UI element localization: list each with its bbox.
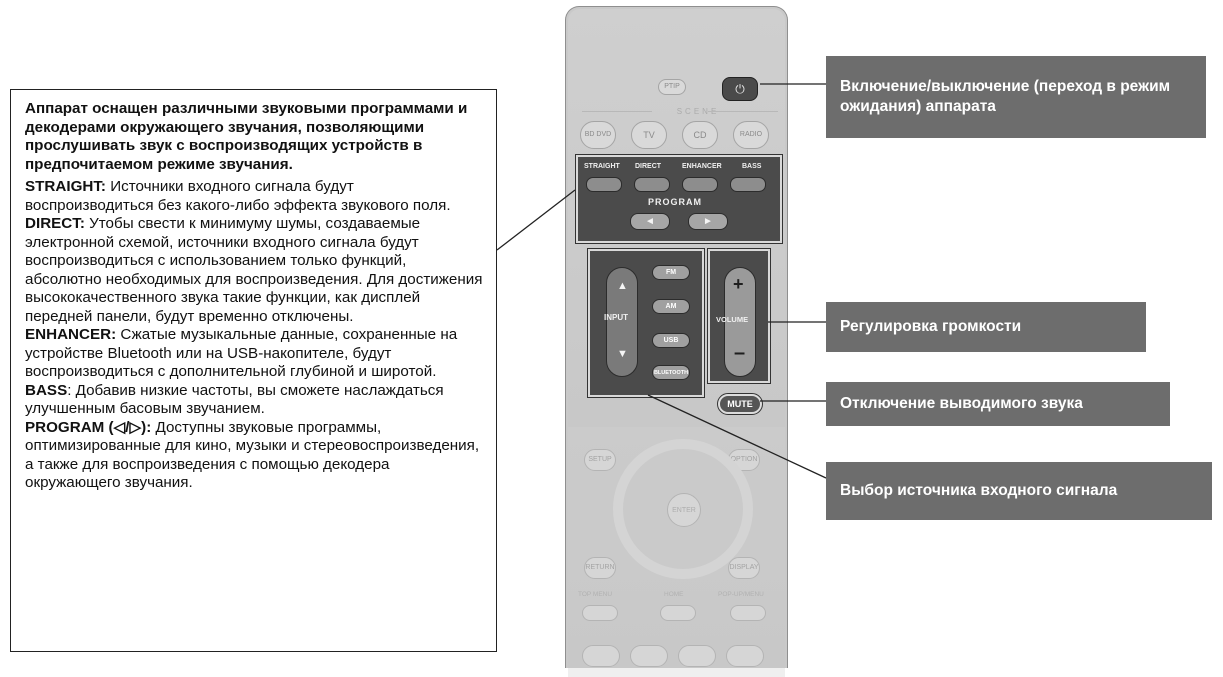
- info-term: BASS: [25, 381, 68, 399]
- enhancer-label: ENHANCER: [682, 163, 722, 170]
- color-button-red[interactable]: [582, 645, 620, 667]
- info-text: Источники входного сигнала будут воспрои…: [25, 178, 451, 214]
- info-box: Аппарат оснащен различными звуковыми про…: [10, 89, 497, 652]
- color-button-green[interactable]: [630, 645, 668, 667]
- input-up-icon: ▲: [617, 280, 628, 292]
- popup-menu-label: POP-UP/MENU: [718, 591, 764, 598]
- color-button-yellow[interactable]: [678, 645, 716, 667]
- setup-button[interactable]: SETUP: [584, 449, 616, 471]
- scene-button-tv[interactable]: TV: [631, 121, 667, 149]
- top-menu-button[interactable]: [582, 605, 618, 621]
- scene-button-radio[interactable]: RADIO: [733, 121, 769, 149]
- volume-rocker[interactable]: + –: [724, 267, 756, 377]
- power-icon: ⏻: [735, 81, 745, 96]
- program-left-button[interactable]: ◄: [630, 213, 670, 230]
- triangle-right-icon: ►: [703, 216, 713, 227]
- enter-button[interactable]: ENTER: [667, 493, 701, 527]
- info-text: Утобы свести к минимуму шумы, создаваемы…: [25, 215, 483, 325]
- scene-label: SCENE: [676, 107, 720, 116]
- volume-panel: + – VOLUME: [707, 248, 771, 384]
- input-down-icon: ▼: [617, 348, 628, 360]
- info-item-direct: DIRECT: Утобы свести к минимуму шумы, со…: [25, 215, 486, 326]
- info-intro: Аппарат оснащен различными звуковыми про…: [25, 100, 468, 173]
- enhancer-button[interactable]: [682, 177, 718, 192]
- usb-button[interactable]: USB: [652, 333, 690, 348]
- info-item-straight: STRAIGHT: Источники входного сигнала буд…: [25, 178, 486, 215]
- color-button-blue[interactable]: [726, 645, 764, 667]
- volume-label: VOLUME: [716, 315, 749, 324]
- straight-label: STRAIGHT: [584, 163, 620, 170]
- info-term: DIRECT:: [25, 215, 85, 232]
- straight-button[interactable]: [586, 177, 622, 192]
- bass-label: BASS: [742, 163, 762, 170]
- info-term: ENHANCER:: [25, 326, 117, 343]
- callout-power: Включение/выключение (переход в режим ож…: [826, 56, 1206, 138]
- scene-divider-left: [582, 111, 652, 112]
- bluetooth-button[interactable]: BLUETOOTH: [652, 365, 690, 380]
- direct-button[interactable]: [634, 177, 670, 192]
- home-label: HOME: [664, 591, 684, 598]
- volume-minus-icon: –: [734, 342, 746, 364]
- info-text: : Добавив низкие частоты, вы сможете нас…: [25, 381, 444, 418]
- info-term: STRAIGHT:: [25, 178, 106, 195]
- callout-input: Выбор источника входного сигнала: [826, 462, 1212, 520]
- scene-button-cd[interactable]: CD: [682, 121, 718, 149]
- info-item-enhancer: ENHANCER: Сжатые музыкальные данные, сох…: [25, 326, 486, 382]
- home-button[interactable]: [660, 605, 696, 621]
- callout-volume: Регулировка громкости: [826, 302, 1146, 352]
- program-right-button[interactable]: ►: [688, 213, 728, 230]
- top-menu-label: TOP MENU: [578, 591, 613, 598]
- direct-label: DIRECT: [635, 163, 662, 170]
- remote-control: PTIP ⏻ SCENE BD DVD TV CD RADIO STRAIGHT…: [565, 6, 788, 677]
- volume-plus-icon: +: [733, 274, 744, 294]
- program-label: PROGRAM: [648, 197, 702, 207]
- input-rocker[interactable]: ▲ ▼: [606, 267, 638, 377]
- input-panel: ▲ ▼ INPUT FM AM USB BLUETOOTH: [587, 248, 705, 398]
- fm-button[interactable]: FM: [652, 265, 690, 280]
- return-button[interactable]: RETURN: [584, 557, 616, 579]
- mute-button[interactable]: MUTE: [717, 393, 763, 415]
- triangle-left-icon: ◄: [645, 216, 655, 227]
- scene-divider-right: [708, 111, 778, 112]
- scene-button-bd-dvd[interactable]: BD DVD: [580, 121, 616, 149]
- info-text: Доступны звуковые программы, оптимизиров…: [25, 418, 480, 492]
- ptip-button[interactable]: PTIP: [658, 79, 686, 95]
- connector-program: [496, 189, 576, 251]
- info-term: PROGRAM (◁/▷):: [25, 418, 152, 436]
- info-item-program: PROGRAM (◁/▷): Доступны звуковые програм…: [25, 419, 486, 493]
- remote-body: PTIP ⏻ SCENE BD DVD TV CD RADIO STRAIGHT…: [568, 9, 785, 677]
- display-button[interactable]: DISPLAY: [728, 557, 760, 579]
- info-text: Сжатые музыкальные данные, сохраненные н…: [25, 326, 458, 380]
- info-item-bass: BASS: Добавив низкие частоты, вы сможете…: [25, 382, 486, 419]
- power-button[interactable]: ⏻: [722, 77, 758, 101]
- program-panel: STRAIGHT DIRECT ENHANCER BASS PROGRAM ◄ …: [575, 154, 783, 244]
- input-label: INPUT: [604, 313, 628, 322]
- am-button[interactable]: AM: [652, 299, 690, 314]
- bass-button[interactable]: [730, 177, 766, 192]
- callout-mute: Отключение выводимого звука: [826, 382, 1170, 426]
- popup-menu-button[interactable]: [730, 605, 766, 621]
